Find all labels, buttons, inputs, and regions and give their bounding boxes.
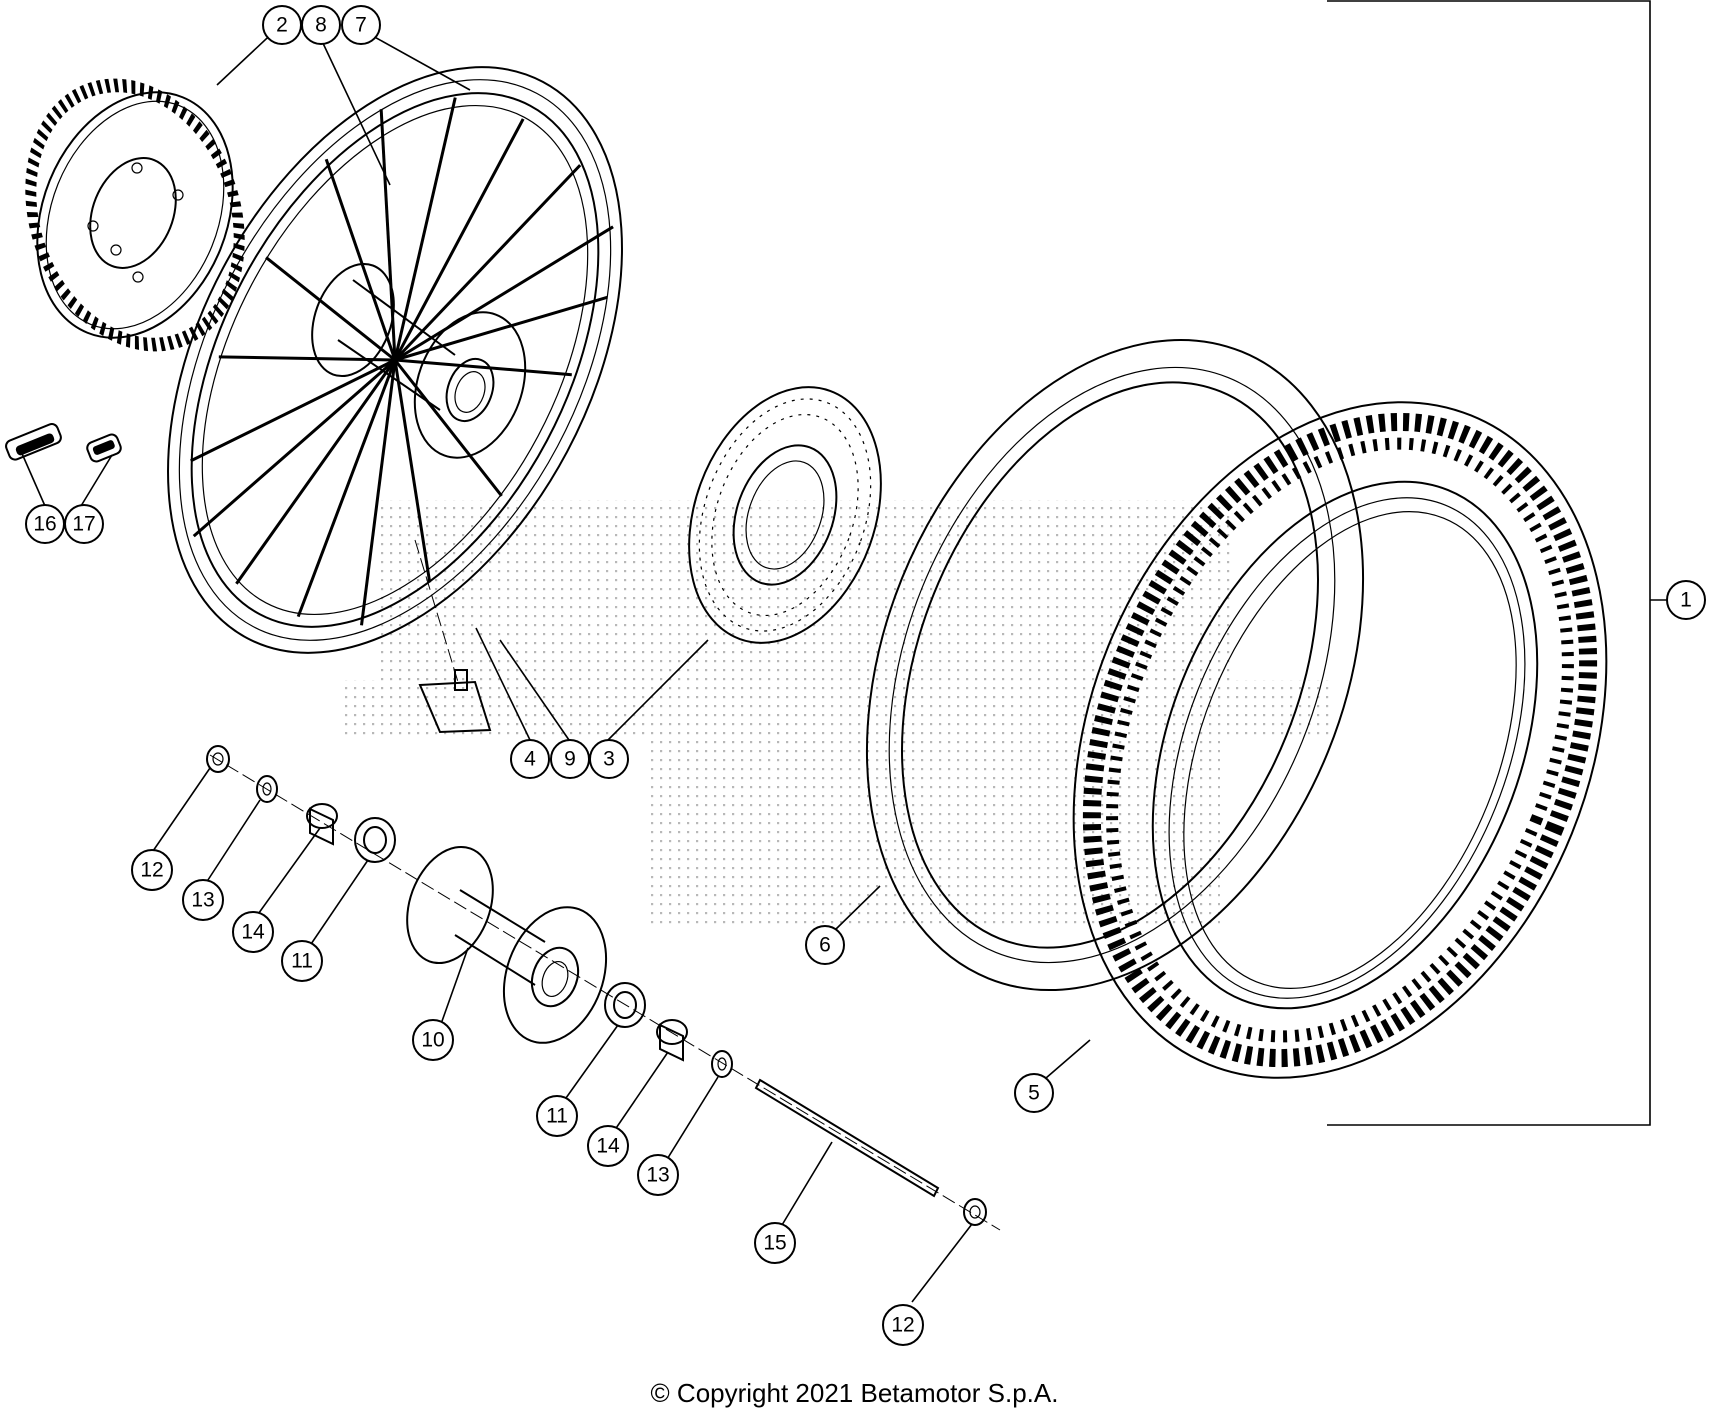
callout-label: 16 — [33, 513, 56, 536]
callout-11-lower: 11 — [536, 1095, 578, 1137]
callout-13-lower: 13 — [637, 1154, 679, 1196]
tyre — [1072, 401, 1608, 1079]
callout-label: 14 — [241, 921, 265, 944]
copyright-notice: © Copyright 2021 Betamotor S.p.A. — [650, 1378, 1059, 1408]
inner-tube — [865, 338, 1365, 992]
callout-4: 4 — [510, 739, 550, 779]
wheel-hub — [311, 262, 527, 459]
callout-label: 10 — [421, 1029, 444, 1052]
callout-12-lower: 12 — [882, 1304, 924, 1346]
callout-1: 1 — [1666, 580, 1706, 620]
washer-right — [711, 1050, 733, 1078]
nut-left — [206, 745, 230, 773]
callout-label: 14 — [596, 1135, 620, 1158]
callout-label: 3 — [603, 748, 615, 771]
hub — [406, 845, 608, 1044]
callout-label: 7 — [355, 14, 367, 37]
callout-6: 6 — [805, 925, 845, 965]
callout-label: 6 — [819, 934, 831, 957]
axle-centerline — [209, 754, 1001, 1231]
valve-rim-lock — [414, 539, 492, 734]
callout-label: 5 — [1028, 1082, 1040, 1105]
nut-right — [963, 1198, 987, 1226]
callout-8: 8 — [301, 5, 341, 45]
assembly-bracket — [1327, 0, 1668, 1126]
callout-14-upper: 14 — [232, 911, 274, 953]
callout-11-upper: 11 — [281, 940, 323, 982]
callout-16: 16 — [25, 504, 65, 544]
callout-label: 11 — [546, 1105, 568, 1128]
callout-17: 17 — [64, 504, 104, 544]
callout-label: 8 — [315, 14, 327, 37]
bearing-right — [604, 982, 646, 1028]
bearing-left — [354, 817, 396, 863]
callout-label: 1 — [1680, 589, 1692, 612]
callout-10: 10 — [412, 1019, 454, 1061]
spacer-right — [656, 1019, 688, 1062]
sprocket — [25, 78, 245, 352]
callout-5: 5 — [1014, 1073, 1054, 1113]
callout-label: 13 — [191, 889, 214, 912]
chain-joint-links — [5, 423, 122, 463]
washer-left — [256, 775, 278, 803]
callout-label: 4 — [524, 748, 536, 771]
callout-3: 3 — [589, 739, 629, 779]
axle-shaft — [754, 1078, 940, 1198]
callout-9: 9 — [550, 739, 590, 779]
watermark-pattern — [340, 500, 1330, 930]
callout-7: 7 — [341, 5, 381, 45]
spacer-left — [306, 803, 338, 846]
callout-label: 2 — [276, 14, 288, 37]
brake-disc — [688, 386, 882, 644]
callout-13-upper: 13 — [182, 879, 224, 921]
callout-14-lower: 14 — [587, 1125, 629, 1167]
callout-2: 2 — [262, 5, 302, 45]
callout-label: 13 — [646, 1164, 669, 1187]
callout-15: 15 — [754, 1222, 796, 1264]
callout-label: 12 — [891, 1314, 914, 1337]
callout-label: 12 — [140, 859, 163, 882]
callout-label: 9 — [564, 748, 576, 771]
callout-12-upper: 12 — [131, 849, 173, 891]
callout-label: 17 — [72, 513, 95, 536]
callout-label: 15 — [763, 1232, 786, 1255]
callout-label: 11 — [291, 950, 313, 973]
